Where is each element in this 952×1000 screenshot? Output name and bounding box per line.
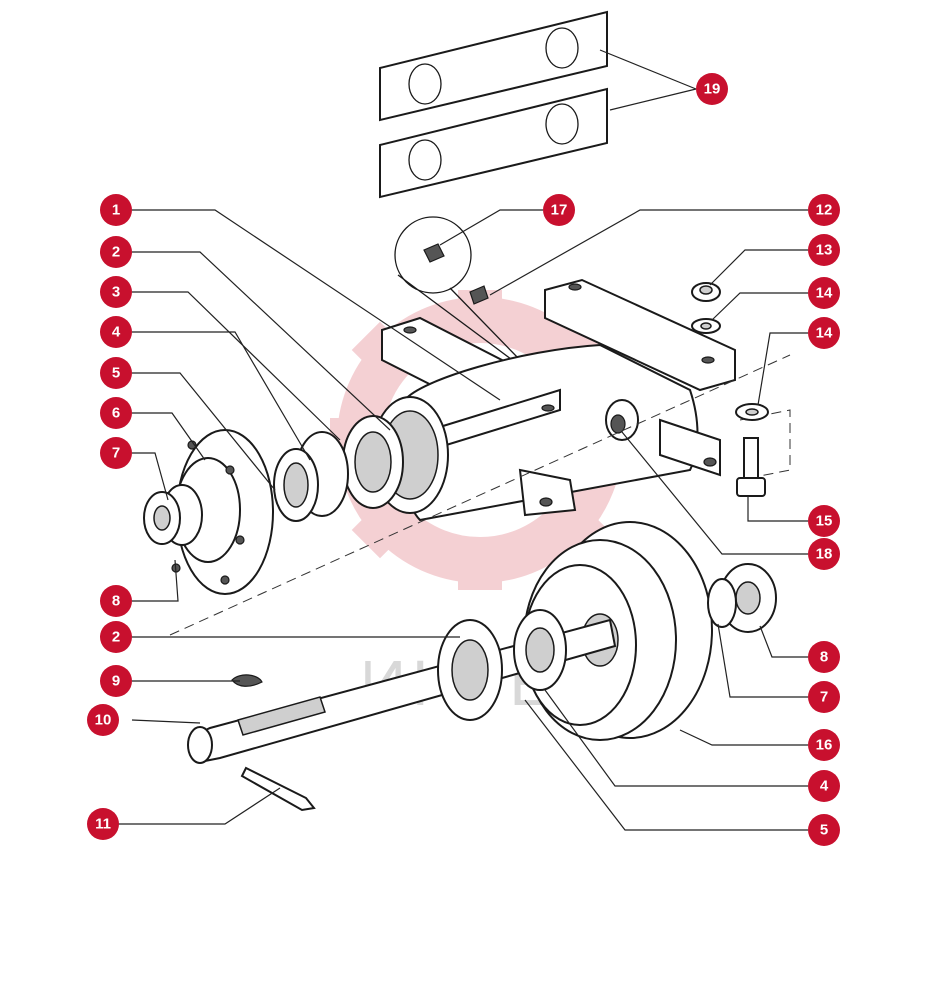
svg-text:17: 17 [551, 202, 568, 219]
callout-4-left: 4 [100, 316, 132, 348]
callout-6: 6 [100, 397, 132, 429]
svg-text:11: 11 [95, 816, 111, 833]
grease-nipple-detail [394, 216, 521, 363]
callout-14-bottom: 14 [808, 317, 840, 349]
callout-9: 9 [100, 665, 132, 697]
svg-text:14: 14 [816, 285, 833, 302]
leader-lines [118, 49, 808, 831]
svg-text:10: 10 [95, 712, 112, 729]
bearing-seal-stack-left [273, 415, 404, 522]
svg-text:7: 7 [820, 689, 828, 706]
callout-15: 15 [808, 505, 840, 537]
callout-8-right: 8 [808, 641, 840, 673]
axis-line [169, 354, 791, 636]
svg-text:19: 19 [704, 81, 721, 98]
svg-text:6: 6 [112, 405, 120, 422]
svg-text:4: 4 [112, 324, 121, 341]
svg-text:7: 7 [112, 445, 120, 462]
svg-text:2: 2 [112, 244, 120, 261]
shim-plates [379, 10, 608, 199]
hub-flange [143, 429, 274, 595]
svg-text:1: 1 [112, 202, 120, 219]
svg-text:13: 13 [816, 242, 833, 259]
callout-2-top: 2 [100, 236, 132, 268]
callout-1: 1 [100, 194, 132, 226]
callout-5-right: 5 [808, 814, 840, 846]
callout-8-left: 8 [100, 585, 132, 617]
svg-text:5: 5 [112, 365, 120, 382]
callout-12: 12 [808, 194, 840, 226]
svg-text:3: 3 [112, 284, 120, 301]
callout-16: 16 [808, 729, 840, 761]
callout-3: 3 [100, 276, 132, 308]
callout-17: 17 [543, 194, 575, 226]
svg-text:5: 5 [820, 822, 828, 839]
callout-4-right: 4 [808, 770, 840, 802]
callout-5-left: 5 [100, 357, 132, 389]
callout-19: 19 [696, 73, 728, 105]
svg-text:2: 2 [112, 629, 120, 646]
callout-7-left: 7 [100, 437, 132, 469]
callout-11: 11 [87, 808, 119, 840]
callout-7-right: 7 [808, 681, 840, 713]
svg-text:8: 8 [112, 593, 120, 610]
svg-text:12: 12 [816, 202, 833, 219]
callout-18: 18 [808, 538, 840, 570]
callout-14-top: 14 [808, 277, 840, 309]
callout-13: 13 [808, 234, 840, 266]
svg-text:16: 16 [816, 737, 833, 754]
callout-2-bottom: 2 [100, 621, 132, 653]
callout-10: 10 [87, 704, 119, 736]
svg-text:15: 15 [816, 513, 833, 530]
svg-text:8: 8 [820, 649, 828, 666]
svg-text:9: 9 [112, 673, 120, 690]
svg-text:18: 18 [816, 546, 833, 563]
svg-text:14: 14 [816, 325, 833, 342]
fasteners [691, 282, 769, 497]
svg-text:4: 4 [820, 778, 829, 795]
shaft-assembly [187, 563, 777, 812]
